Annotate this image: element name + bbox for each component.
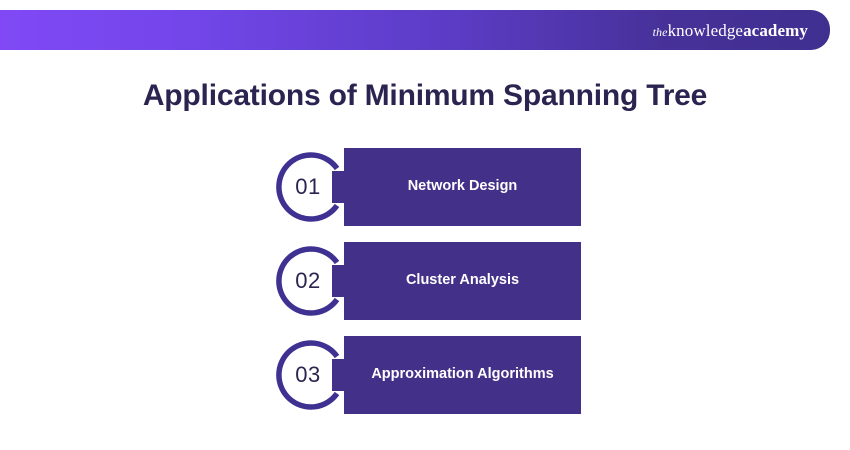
logo-academy-text: academy (743, 20, 808, 40)
page-title: Applications of Minimum Spanning Tree (142, 79, 708, 112)
item-plaque[interactable]: Network Design (332, 148, 581, 226)
list-item: Network Design 01 (0, 148, 850, 242)
item-badge: 01 (272, 148, 350, 226)
item-plaque[interactable]: Approximation Algorithms (332, 336, 581, 414)
item-number: 03 (295, 362, 321, 387)
list-item: Approximation Algorithms 03 (0, 336, 850, 430)
ring-icon (276, 152, 340, 222)
plaque-tab-shape (332, 265, 346, 297)
item-badge: 03 (272, 336, 350, 414)
applications-list: Network Design 01 Cluster Analysis 02 (0, 148, 850, 430)
item-number: 01 (295, 174, 321, 199)
logo-knowledge-text: knowledge (667, 20, 744, 40)
item-label: Approximation Algorithms (371, 366, 554, 383)
item-label: Cluster Analysis (405, 272, 520, 289)
plaque-tab-shape (332, 359, 346, 391)
plaque-tab-shape (332, 171, 346, 203)
item-badge: 02 (272, 242, 350, 320)
ring-icon (276, 246, 340, 316)
ring-icon (276, 340, 340, 410)
item-number: 02 (295, 268, 321, 293)
logo-the-text: the (652, 24, 668, 39)
list-item: Cluster Analysis 02 (0, 242, 850, 336)
item-plaque[interactable]: Cluster Analysis (332, 242, 581, 320)
item-label: Network Design (407, 178, 518, 195)
